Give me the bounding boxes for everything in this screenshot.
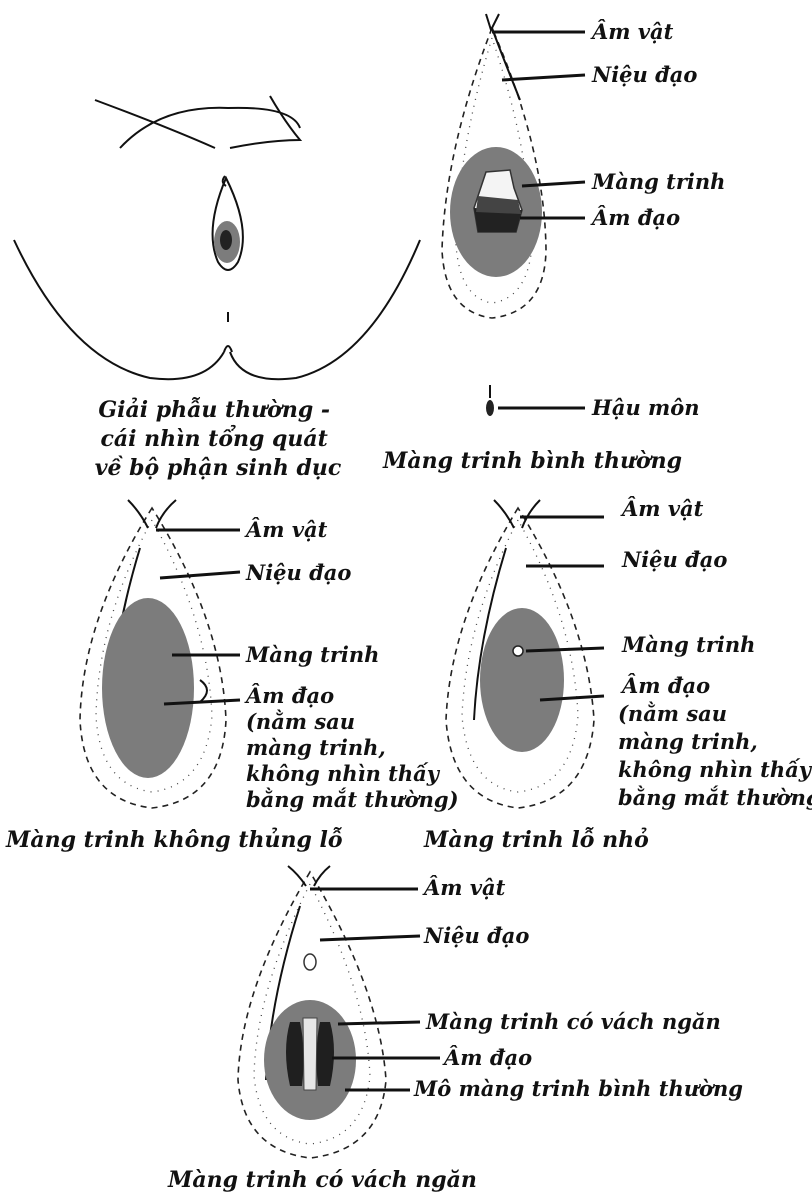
- microperforate-vagina-line-1: Âm đạo: [620, 673, 710, 698]
- imperforate-vagina-line-5: bằng mắt thường): [246, 787, 459, 812]
- overview-caption-line-3: về bộ phận sinh dục: [95, 455, 342, 481]
- microperforate-hymen-label: Màng trinh: [621, 632, 755, 657]
- normal-clitoris-label: Âm vật: [590, 19, 674, 44]
- microperforate-vagina-label: Âm đạo (nằm sau màng trinh, không nhìn t…: [618, 673, 812, 810]
- normal-hymen-caption: Màng trinh bình thường: [382, 448, 682, 474]
- microperforate-hymen-caption: Màng trinh lỗ nhỏ: [423, 827, 649, 853]
- septate-hymen-label: Màng trinh có vách ngăn: [425, 1009, 721, 1034]
- septate-hymen-drawing: [238, 866, 386, 1158]
- imperforate-vagina-line-3: màng trinh,: [246, 735, 386, 760]
- normal-hymen-label: Màng trinh: [591, 169, 725, 194]
- imperforate-hymen-caption: Màng trinh không thủng lỗ: [5, 827, 343, 853]
- septate-tissue-label: Mô màng trinh bình thường: [413, 1076, 743, 1101]
- normal-anus-label: Hậu môn: [591, 395, 700, 420]
- imperforate-hymen-figure: Âm vật Niệu đạo Màng trinh Âm đạo (nằm s…: [5, 500, 459, 853]
- overview-caption: Giải phẫu thường - cái nhìn tổng quát về…: [95, 397, 342, 481]
- imperforate-clitoris-label: Âm vật: [244, 517, 328, 542]
- overview-figure: Giải phẫu thường - cái nhìn tổng quát về…: [14, 96, 420, 481]
- septate-hymen-figure: Âm vật Niệu đạo Màng trinh có vách ngăn …: [167, 866, 743, 1193]
- microperforate-urethra-label: Niệu đạo: [621, 547, 727, 572]
- normal-hymen-drawing: [442, 14, 546, 416]
- imperforate-urethra-label: Niệu đạo: [245, 560, 351, 585]
- microperforate-vagina-line-4: không nhìn thấy: [618, 757, 812, 782]
- microperforate-hymen-figure: Âm vật Niệu đạo Màng trinh Âm đạo (nằm s…: [423, 496, 812, 853]
- microperforate-vagina-line-2: (nằm sau: [618, 701, 727, 726]
- imperforate-hymen-label: Màng trinh: [245, 642, 379, 667]
- imperforate-vagina-label: Âm đạo (nằm sau màng trinh, không nhìn t…: [244, 683, 459, 812]
- septate-urethra-label: Niệu đạo: [423, 923, 529, 948]
- microperforate-clitoris-label: Âm vật: [620, 496, 704, 521]
- imperforate-vagina-line-1: Âm đạo: [244, 683, 334, 708]
- microperforate-vagina-line-3: màng trinh,: [618, 729, 758, 754]
- overview-drawing: [14, 96, 420, 379]
- septate-clitoris-label: Âm vật: [422, 875, 506, 900]
- overview-caption-line-1: Giải phẫu thường -: [98, 397, 330, 423]
- imperforate-vagina-line-2: (nằm sau: [246, 709, 355, 734]
- septate-vagina-label: Âm đạo: [442, 1045, 532, 1070]
- imperforate-vagina-line-4: không nhìn thấy: [246, 761, 441, 786]
- normal-hymen-figure: Âm vật Niệu đạo Màng trinh Âm đạo Hậu mô…: [382, 14, 725, 474]
- microperforate-vagina-line-5: bằng mắt thường): [618, 785, 812, 810]
- normal-vagina-label: Âm đạo: [590, 205, 680, 230]
- normal-urethra-label: Niệu đạo: [591, 62, 697, 87]
- septate-hymen-caption: Màng trinh có vách ngăn: [167, 1167, 477, 1193]
- overview-caption-line-2: cái nhìn tổng quát: [100, 424, 327, 452]
- microperforate-hymen-drawing: [446, 500, 594, 808]
